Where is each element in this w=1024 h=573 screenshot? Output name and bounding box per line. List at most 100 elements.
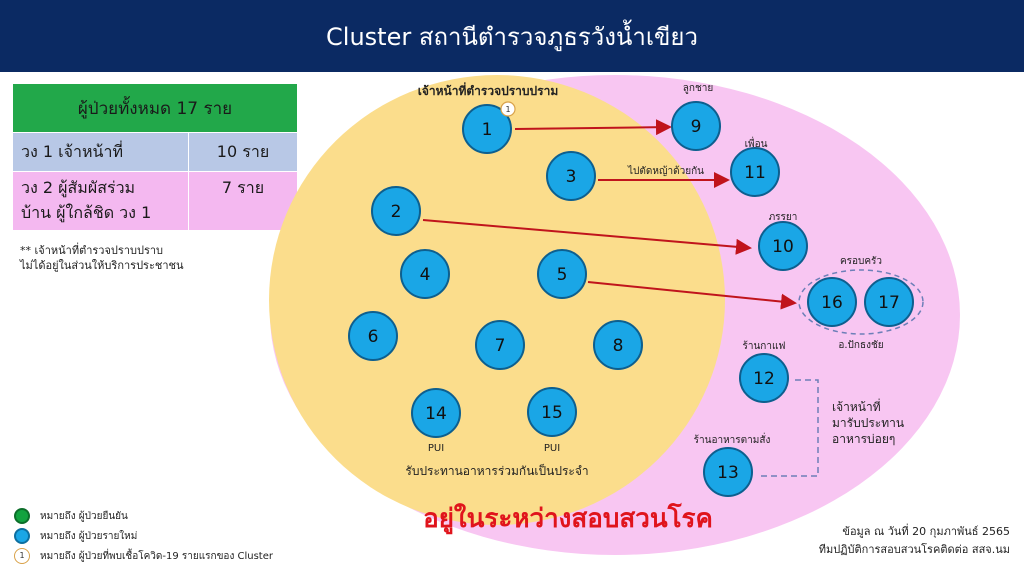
case-node-14: 14: [411, 388, 461, 438]
case-number-3: 3: [566, 167, 577, 187]
inner-group-label: เจ้าหน้าที่ตำรวจปราบปราม: [418, 82, 559, 98]
legend-confirmed: หมายถึง ผู้ป่วยยืนยัน: [14, 507, 273, 525]
case-circle-11: [730, 147, 780, 197]
case-node-13: 13: [703, 447, 753, 497]
label-pui-14: PUI: [428, 443, 444, 454]
police-note: ** เจ้าหน้าที่ตำรวจปราบปราบ ไม่ได้อยู่ใน…: [20, 243, 184, 273]
family-group-outline: [798, 269, 924, 335]
ring2-value: 7 ราย: [188, 171, 298, 231]
case-number-16: 16: [821, 293, 843, 313]
case-node-2: 2: [371, 186, 421, 236]
case-node-9: 9: [671, 101, 721, 151]
case-number-5: 5: [557, 265, 568, 285]
case-number-14: 14: [425, 404, 447, 424]
first-case-badge: 1: [500, 101, 516, 117]
case-node-4: 4: [400, 249, 450, 299]
page-title: Cluster สถานีตำรวจภูธรวังน้ำเขียว: [326, 22, 698, 51]
case-number-12: 12: [753, 369, 775, 389]
case-circle-7: [475, 320, 525, 370]
ring1-label: วง 1 เจ้าหน้าที่: [12, 132, 189, 172]
case-number-1: 1: [482, 120, 493, 140]
case-node-7: 7: [475, 320, 525, 370]
case-number-17: 17: [878, 293, 900, 313]
confirmed-case-icon: [14, 508, 30, 524]
new-case-icon: [14, 528, 30, 544]
label-son: ลูกชาย: [683, 83, 713, 94]
case-circle-9: [671, 101, 721, 151]
case-circle-6: [348, 311, 398, 361]
case-circle-10: [758, 221, 808, 271]
label-restaurant: ร้านอาหารตามสั่ง: [694, 432, 771, 446]
case-number-15: 15: [541, 403, 563, 423]
source-line2: ทีมปฏิบัติการสอบสวนโรคติดต่อ สสจ.นม: [818, 543, 1010, 556]
case-node-6: 6: [348, 311, 398, 361]
case-number-8: 8: [613, 336, 624, 356]
case-number-9: 9: [691, 117, 702, 137]
legend-first-case-text: หมายถึง ผู้ป่วยที่พบเชื้อโควิด-19 รายแรก…: [40, 550, 273, 562]
label-officer-line1: เจ้าหน้าที่: [832, 398, 881, 414]
label-mowing: ไปตัดหญ้าด้วยกัน: [627, 165, 704, 177]
ring2-label: วง 2 ผู้สัมผัสร่วม บ้าน ผู้ใกล้ชิด วง 1: [12, 171, 189, 231]
police-note-line1: ** เจ้าหน้าที่ตำรวจปราบปราบ: [20, 244, 164, 257]
case-node-17: 17: [864, 277, 914, 327]
label-coffee-shop: ร้านกาแฟ: [742, 340, 785, 352]
case-node-8: 8: [593, 320, 643, 370]
arrow-2-to-10: [422, 219, 752, 255]
case-node-3: 3: [546, 151, 596, 201]
case-number-7: 7: [495, 336, 506, 356]
case-number-10: 10: [772, 237, 794, 257]
arrow-5-to-16: [587, 281, 797, 310]
case-node-5: 5: [537, 249, 587, 299]
first-case-badge-text: 1: [505, 105, 510, 114]
label-officer-line2: มารับประทาน: [832, 416, 904, 430]
case-circle-15: [527, 387, 577, 437]
label-pui-15: PUI: [544, 443, 560, 454]
first-case-icon: 1: [14, 548, 30, 564]
case-number-6: 6: [368, 327, 379, 347]
case-node-12: 12: [739, 353, 789, 403]
legend-new-case: หมายถึง ผู้ป่วยรายใหม่: [14, 527, 273, 545]
police-note-line2: ไม่ได้อยู่ในส่วนให้บริการประชาชน: [20, 259, 184, 272]
label-eat-together: รับประทานอาหารร่วมกันเป็นประจำ: [405, 463, 588, 478]
case-node-10: 10: [758, 221, 808, 271]
case-summary-table: ผู้ป่วยทั้งหมด 17 ราย วง 1 เจ้าหน้าที่ 1…: [12, 83, 298, 231]
ring2-label-line2: บ้าน ผู้ใกล้ชิด วง 1: [21, 203, 152, 222]
page-header: Cluster สถานีตำรวจภูธรวังน้ำเขียว: [0, 0, 1024, 72]
label-wife: ภรรยา: [769, 212, 798, 223]
legend: หมายถึง ผู้ป่วยยืนยัน หมายถึง ผู้ป่วยราย…: [14, 507, 273, 567]
case-circle-3: [546, 151, 596, 201]
case-circle-13: [703, 447, 753, 497]
case-number-11: 11: [744, 163, 766, 183]
legend-first-case: 1 หมายถึง ผู้ป่วยที่พบเชื้อโควิด-19 รายแ…: [14, 547, 273, 565]
case-circle-1: [462, 104, 512, 154]
case-node-11: 11: [730, 147, 780, 197]
ring2-label-line1: วง 2 ผู้สัมผัสร่วม: [21, 178, 136, 197]
case-circle-4: [400, 249, 450, 299]
case-circle-14: [411, 388, 461, 438]
officer-dashed-connector: [760, 379, 819, 477]
case-circle-17: [864, 277, 914, 327]
investigation-status: อยู่ในระหว่างสอบสวนโรค: [423, 502, 713, 535]
ring1-value: 10 ราย: [188, 132, 298, 172]
label-officer-line3: อาหารบ่อยๆ: [832, 432, 895, 446]
legend-new-case-text: หมายถึง ผู้ป่วยรายใหม่: [40, 530, 138, 542]
case-node-15: 15: [527, 387, 577, 437]
ring1-area: [269, 75, 725, 525]
case-number-4: 4: [420, 265, 431, 285]
case-circle-8: [593, 320, 643, 370]
label-friend: เพื่อน: [745, 136, 768, 150]
source-line1: ข้อมูล ณ วันที่ 20 กุมภาพันธ์ 2565: [842, 525, 1010, 538]
case-number-2: 2: [391, 202, 402, 222]
arrow-1-to-9: [514, 119, 672, 136]
case-circle-2: [371, 186, 421, 236]
data-source: ข้อมูล ณ วันที่ 20 กุมภาพันธ์ 2565 ทีมปฏ…: [819, 523, 1010, 559]
case-node-16: 16: [807, 277, 857, 327]
case-circle-12: [739, 353, 789, 403]
label-family: ครอบครัว: [840, 256, 882, 267]
total-cases-cell: ผู้ป่วยทั้งหมด 17 ราย: [12, 83, 298, 133]
case-circle-16: [807, 277, 857, 327]
case-number-13: 13: [717, 463, 739, 483]
case-circle-5: [537, 249, 587, 299]
